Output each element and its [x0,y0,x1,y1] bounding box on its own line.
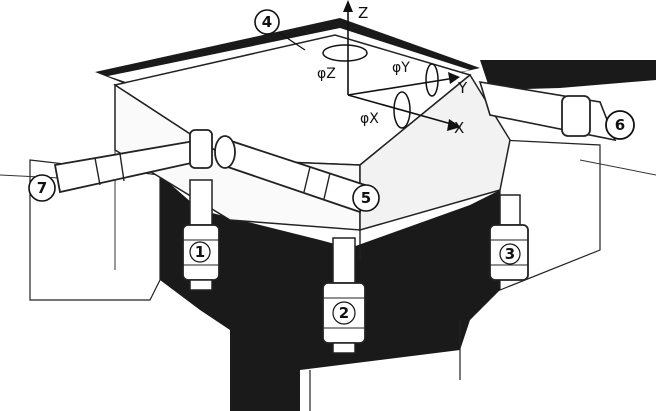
actuator-number-5: 5 [361,189,371,207]
table-right-arm [480,60,656,90]
horizontal-actuator-7 [53,129,213,194]
horizontal-actuator-5 [214,135,367,214]
actuator-label-7: 7 [28,174,56,202]
actuator-number-2: 2 [339,304,349,322]
actuator-label-2: 2 [332,301,356,325]
phi-z-rotation-arc [322,44,368,62]
actuator-number-3: 3 [505,245,515,263]
actuator-label-4: 4 [254,9,280,35]
x-axis-arrowhead [447,119,461,131]
actuator-number-1: 1 [195,243,205,261]
actuator-number-7: 7 [37,179,47,197]
phi-x-rotation-arc [393,91,411,129]
phi-x-label: φX [360,111,379,127]
y-axis-label: Y [457,79,468,97]
y-axis-line [347,77,456,96]
phi-y-label: φY [392,60,410,76]
horizontal-actuator-6 [478,80,617,142]
actuator-number-4: 4 [262,13,272,31]
z-axis-arrowhead [343,0,353,12]
phi-z-label: φZ [317,66,336,82]
label-4-leader [277,31,306,51]
actuator-number-6: 6 [615,116,625,134]
actuator-label-6: 6 [605,110,635,140]
x-axis-label: X [454,119,464,137]
y-axis-arrowhead [448,72,460,84]
z-axis-label: Z [358,4,368,22]
coordinate-axes: Z Y X φZ φY φX [317,0,468,137]
actuator-label-5: 5 [352,184,380,212]
vibration-table [95,18,656,270]
table-right-face [359,73,511,231]
actuator-label-3: 3 [499,243,521,265]
actuator-label-1: 1 [189,241,211,263]
phi-y-rotation-arc [425,63,439,97]
x-axis-line [347,94,456,126]
